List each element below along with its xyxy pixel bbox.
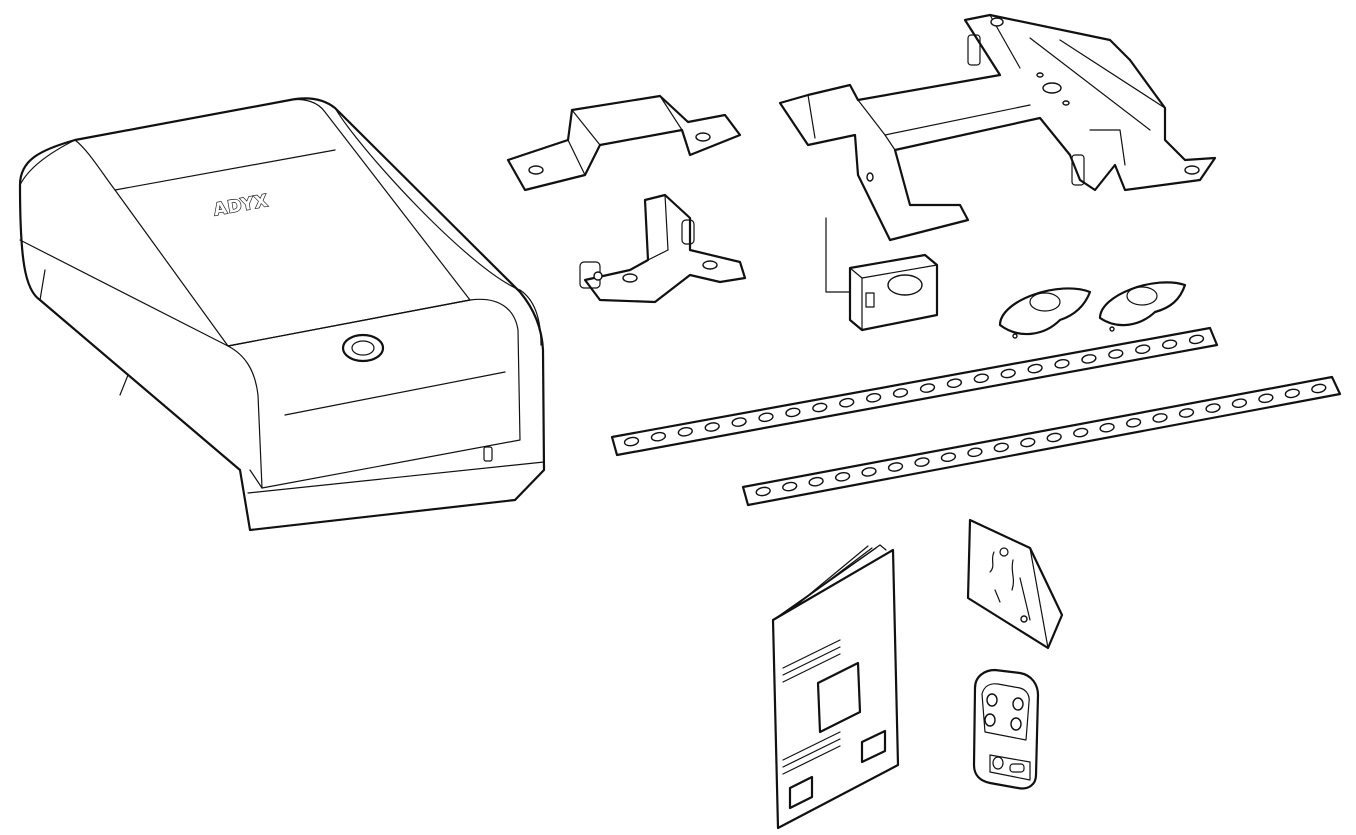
strip-hole xyxy=(808,476,824,487)
strip-hole xyxy=(1231,398,1248,409)
strip-hole xyxy=(1258,393,1274,404)
strip-hole xyxy=(993,442,1009,453)
remote-control xyxy=(972,668,1040,790)
strip-hole xyxy=(946,378,963,389)
strip-hole xyxy=(1311,383,1327,394)
u-bracket xyxy=(506,94,742,192)
strip-hole xyxy=(704,422,720,432)
strip-hole xyxy=(1152,413,1168,423)
handle-left xyxy=(998,287,1092,339)
strip-hole xyxy=(782,481,798,492)
strip-hole xyxy=(1054,358,1070,369)
strip-hole xyxy=(677,426,693,437)
strip-hole xyxy=(887,462,904,472)
strip-hole xyxy=(1046,432,1062,443)
strip-hole xyxy=(1205,403,1221,413)
fixing-kit-card xyxy=(966,518,1064,650)
ceiling-mount-bracket xyxy=(778,13,1217,242)
strip-hole xyxy=(1284,388,1300,399)
strip-hole xyxy=(650,431,667,442)
strip-hole xyxy=(1161,339,1178,350)
perforated-strip-bottom xyxy=(741,375,1342,507)
strip-hole xyxy=(785,407,801,418)
strip-hole xyxy=(1099,422,1115,433)
strip-hole xyxy=(967,447,983,458)
strip-hole xyxy=(914,457,930,467)
strip-hole xyxy=(1125,417,1142,428)
strip-hole xyxy=(1135,344,1151,355)
hinge-bracket xyxy=(579,193,747,304)
strip-hole xyxy=(919,383,936,393)
receiver-box xyxy=(825,217,939,332)
strip-hole xyxy=(623,436,640,447)
strip-hole xyxy=(973,373,989,384)
strip-hole xyxy=(834,471,851,482)
strip-hole xyxy=(1000,368,1016,379)
strip-hole xyxy=(1188,334,1205,345)
strip-hole xyxy=(892,388,909,398)
instruction-manual xyxy=(771,544,900,830)
strip-hole xyxy=(758,412,774,423)
perforated-strip-top xyxy=(610,326,1219,457)
strip-hole xyxy=(940,452,957,463)
motor-unit: ADYX xyxy=(18,97,546,532)
strip-hole xyxy=(812,402,828,413)
strip-hole xyxy=(1073,427,1089,438)
strip-hole xyxy=(731,417,747,427)
strip-hole xyxy=(755,486,771,497)
strip-hole xyxy=(1178,408,1195,418)
strip-hole xyxy=(1027,363,1043,374)
strip-hole xyxy=(839,397,855,408)
strip-hole xyxy=(1108,349,1124,359)
strip-hole xyxy=(1020,437,1036,448)
strip-hole xyxy=(865,392,882,403)
handle-right xyxy=(1098,281,1187,332)
strip-hole xyxy=(861,467,877,477)
strip-hole xyxy=(1081,354,1097,364)
